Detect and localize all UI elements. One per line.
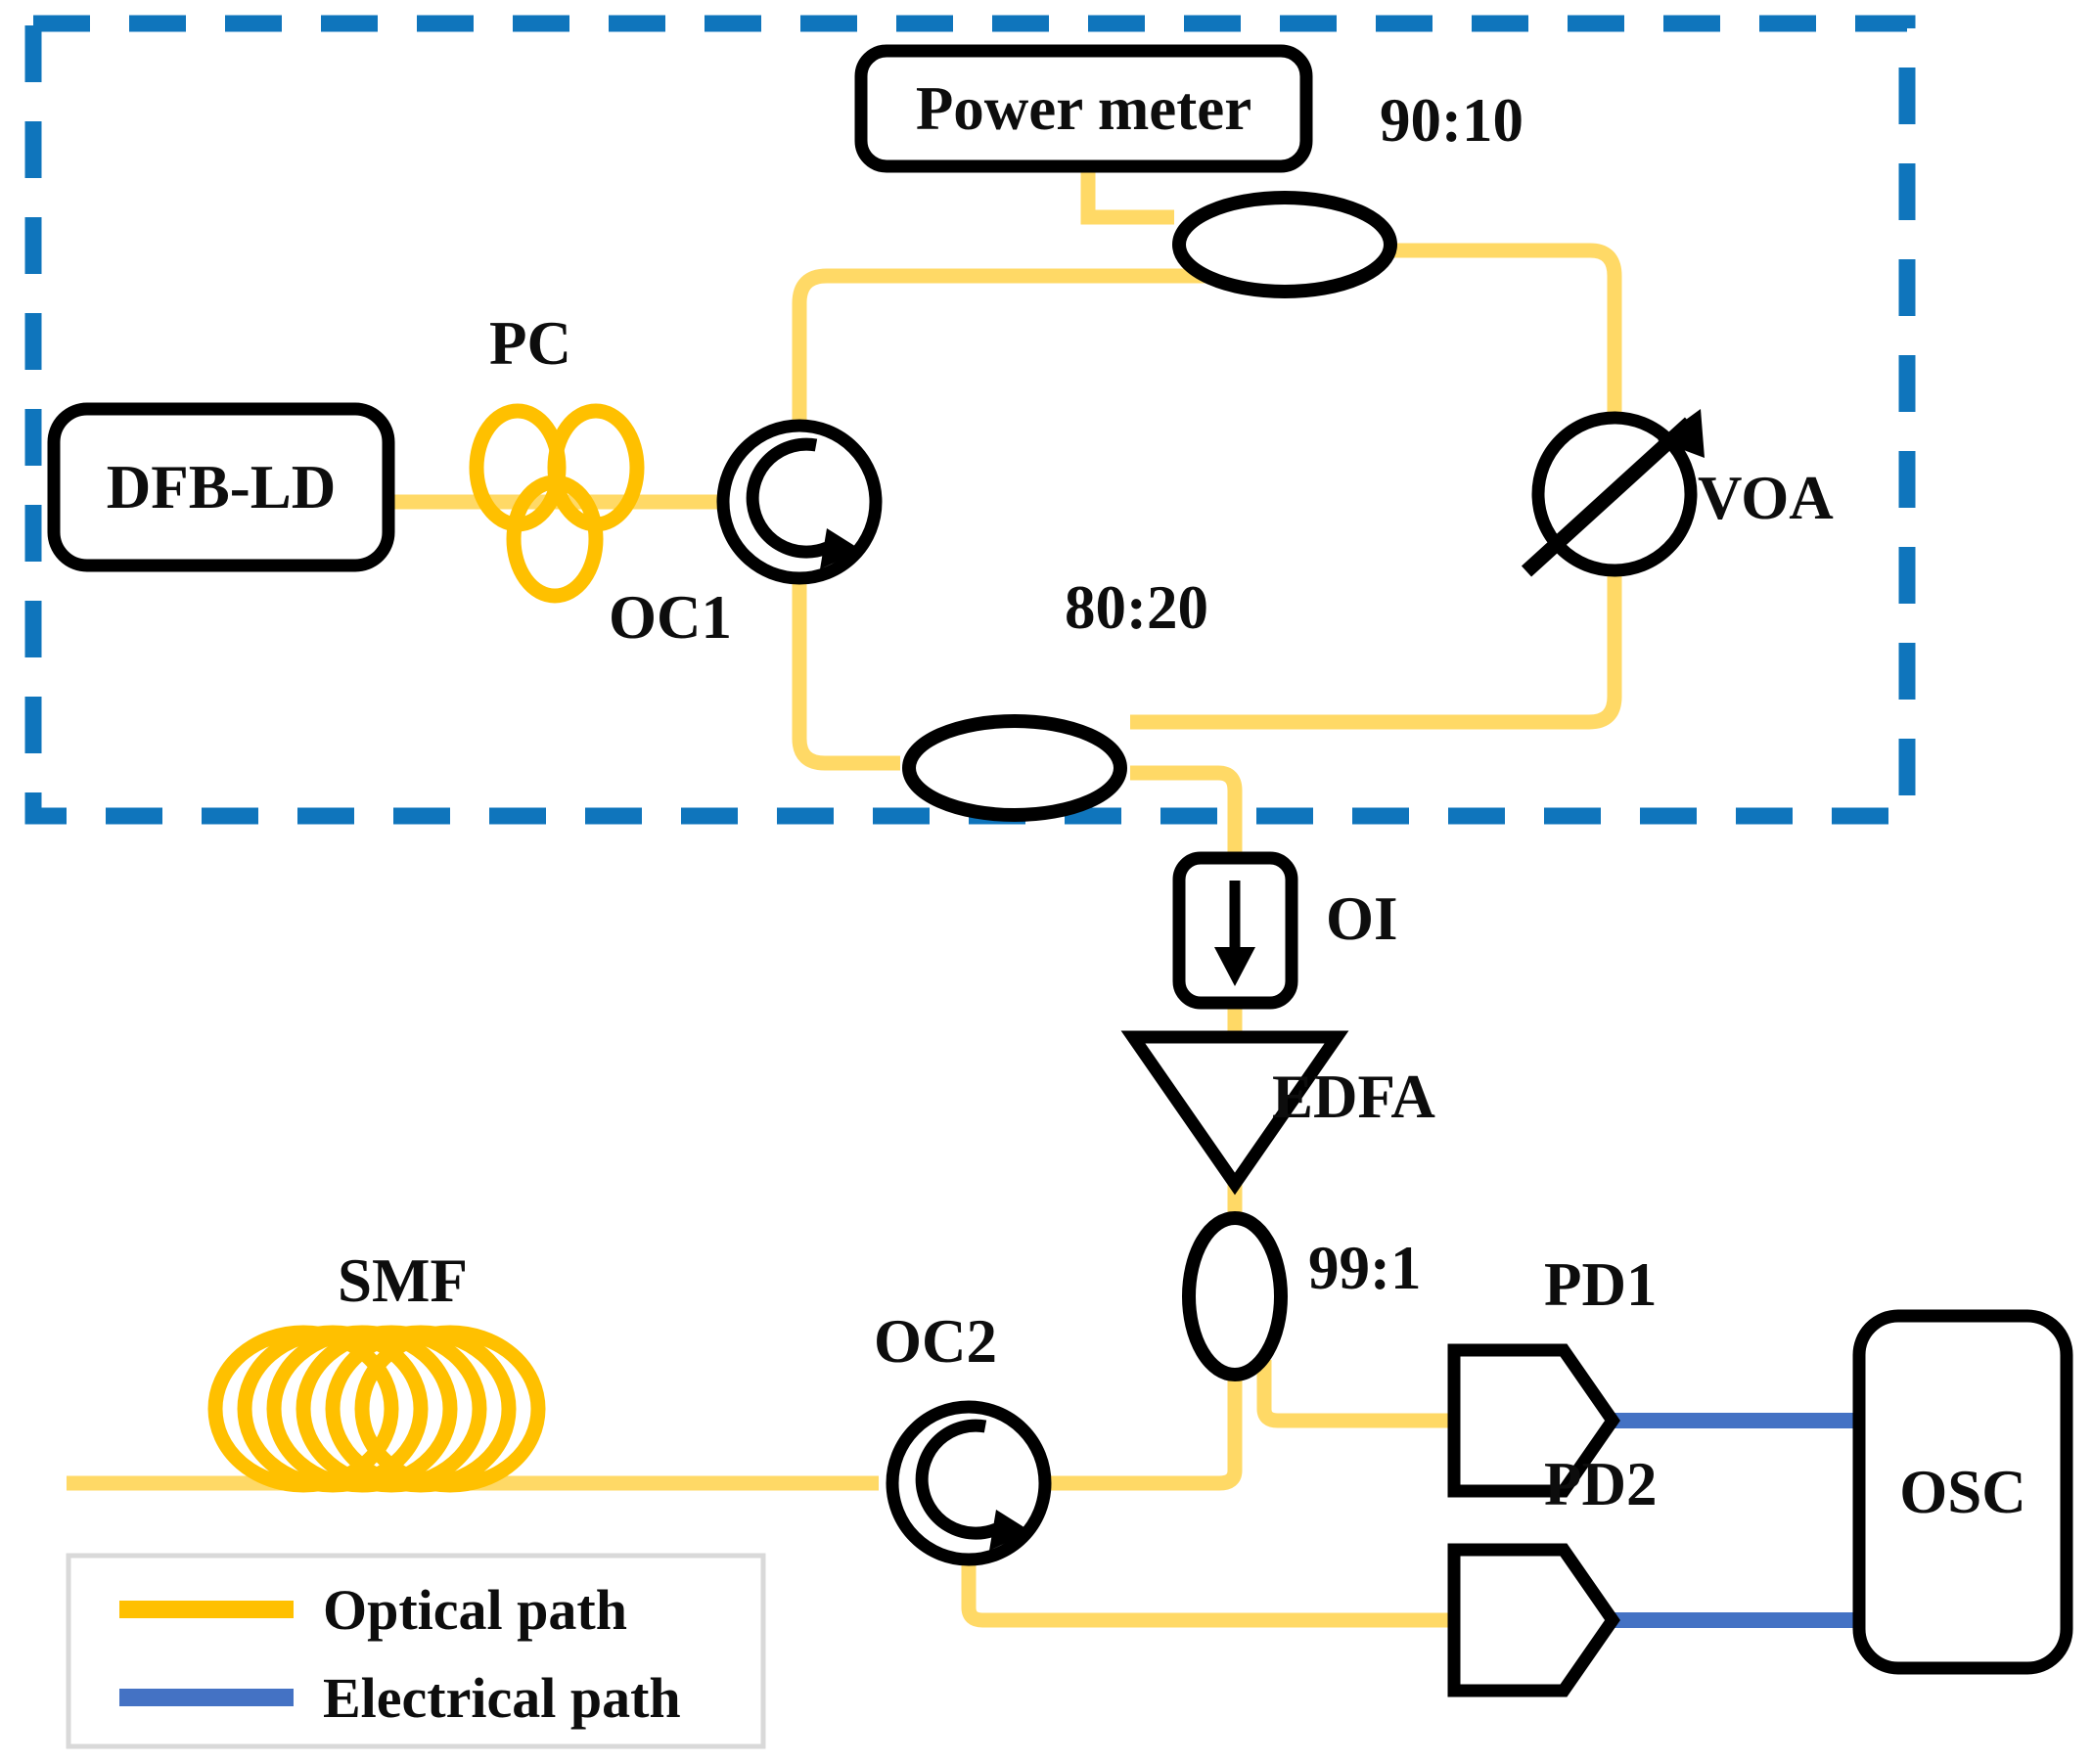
optical-path-group bbox=[67, 166, 1622, 1628]
power-meter-box bbox=[854, 44, 1313, 173]
smf-coil-icon bbox=[207, 1325, 546, 1493]
power-meter-label: Power meter bbox=[915, 73, 1252, 143]
edfa-label: EDFA bbox=[1272, 1063, 1435, 1131]
electrical-path-group bbox=[1605, 1413, 1864, 1628]
path-991-to-oc2 bbox=[1045, 1370, 1243, 1491]
legend-label-optical: Optical path bbox=[323, 1578, 627, 1642]
pd2-label: PD2 bbox=[1544, 1450, 1658, 1518]
pc-label: PC bbox=[489, 309, 571, 378]
coupler-90-10-icon bbox=[1172, 191, 1397, 298]
oc2-circulator-icon bbox=[886, 1400, 1052, 1566]
path-8020-to-oi bbox=[1130, 765, 1243, 861]
edfa-icon bbox=[1120, 1030, 1349, 1196]
pd2-icon bbox=[1447, 1543, 1620, 1697]
coupler-80-20-label: 80:20 bbox=[1065, 573, 1208, 642]
oi-icon bbox=[1172, 851, 1298, 1010]
coupler-99-1-label: 99:1 bbox=[1308, 1234, 1422, 1302]
path-oc2-to-pd2 bbox=[961, 1559, 1458, 1628]
coupler-90-10-label: 90:10 bbox=[1380, 86, 1524, 155]
path-oc1-bottom-to-8020 bbox=[792, 575, 900, 771]
legend-box bbox=[66, 1553, 766, 1749]
dfb-ld-label: DFB-LD bbox=[106, 452, 337, 521]
voa-icon bbox=[1521, 409, 1705, 577]
coupler-80-20-icon bbox=[902, 714, 1127, 822]
smf-label: SMF bbox=[338, 1246, 468, 1315]
path-9010-to-powermeter bbox=[1080, 166, 1174, 225]
path-991-to-pd1 bbox=[1256, 1360, 1458, 1428]
oc1-label: OC1 bbox=[609, 583, 732, 652]
osc-box bbox=[1852, 1309, 2073, 1675]
path-oc1-top-to-9010 bbox=[792, 268, 1208, 429]
oi-label: OI bbox=[1326, 884, 1398, 953]
oc2-label: OC2 bbox=[874, 1307, 997, 1376]
pd1-label: PD1 bbox=[1544, 1250, 1658, 1319]
path-9010-to-voa bbox=[1394, 243, 1622, 440]
legend-label-electrical: Electrical path bbox=[323, 1666, 681, 1730]
oc1-circulator-icon bbox=[716, 419, 883, 585]
coupler-99-1-icon bbox=[1182, 1211, 1288, 1381]
voa-label: VOA bbox=[1698, 464, 1834, 532]
dfb-ld-box bbox=[47, 402, 395, 572]
pd1-icon bbox=[1447, 1343, 1620, 1498]
pc-loops-icon bbox=[469, 403, 645, 604]
osc-label: OSC bbox=[1899, 1457, 2026, 1526]
path-voa-to-8020 bbox=[1130, 548, 1622, 730]
